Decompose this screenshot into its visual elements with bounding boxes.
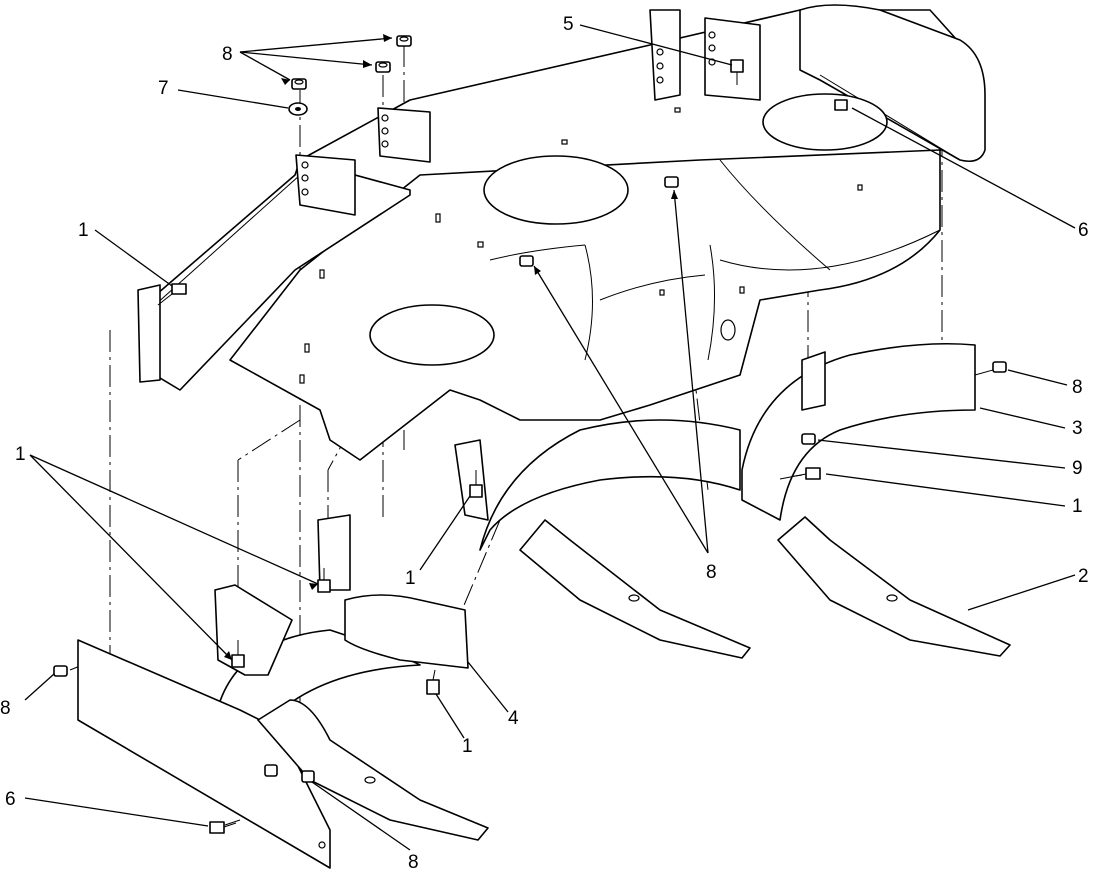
washer-icon	[288, 102, 308, 116]
nut-icon	[801, 433, 816, 445]
callout-2: 2	[1078, 566, 1089, 587]
callout-8-center: 8	[706, 562, 717, 583]
leader-lines	[24, 24, 1076, 851]
nut-icon	[519, 255, 534, 267]
bolt-icon	[779, 467, 821, 480]
bolt-icon	[157, 283, 187, 306]
front-mount-arm	[137, 107, 431, 391]
callout-6-right: 6	[1078, 220, 1089, 241]
nut-icon	[291, 78, 307, 90]
callout-labels: 8 7 5 6 1 1 1 8 8 3 9 1 2 4 1 8 6 8	[0, 14, 1089, 873]
nut-icon	[53, 665, 68, 677]
hardware	[53, 35, 1007, 834]
callout-8-top: 8	[222, 44, 233, 65]
nut-icon	[375, 61, 391, 73]
rear-mount-brackets	[649, 9, 761, 101]
callout-1-lower: 1	[462, 736, 473, 757]
deck-holes	[299, 107, 863, 384]
blade-center	[519, 519, 751, 659]
nut-icon	[396, 35, 412, 47]
mower-deck-housing	[229, 4, 986, 461]
callout-5: 5	[563, 14, 574, 35]
baffle-right	[741, 342, 976, 521]
baffle-left	[214, 514, 469, 801]
callout-1-left-pair: 1	[15, 444, 26, 465]
side-plate-left	[77, 639, 331, 869]
callout-8-right: 8	[1072, 377, 1083, 398]
nut-icon	[264, 764, 278, 777]
baffle-center	[454, 419, 741, 551]
blade-left	[257, 699, 489, 841]
callout-7: 7	[158, 78, 169, 99]
callout-8-left: 8	[0, 698, 11, 719]
callout-3: 3	[1072, 418, 1083, 439]
bolt-icon	[469, 470, 483, 498]
bolt-icon	[730, 59, 744, 85]
bolt-icon	[209, 821, 237, 834]
callout-1-right: 1	[1072, 496, 1083, 517]
callout-1-upper-left: 1	[78, 220, 89, 241]
blade-right	[777, 516, 1011, 657]
callout-9: 9	[1072, 458, 1083, 479]
callout-1-center: 1	[405, 568, 416, 589]
bolt-icon	[231, 640, 245, 668]
callout-8-bottom: 8	[408, 852, 419, 873]
bolt-icon	[426, 669, 440, 695]
bolt-icon	[317, 568, 331, 593]
nut-icon	[664, 176, 679, 188]
callout-4: 4	[508, 708, 519, 729]
nut-icon	[992, 361, 1007, 373]
callout-6-left: 6	[5, 789, 16, 810]
nut-icon	[301, 770, 315, 783]
bolt-icon	[834, 99, 848, 111]
